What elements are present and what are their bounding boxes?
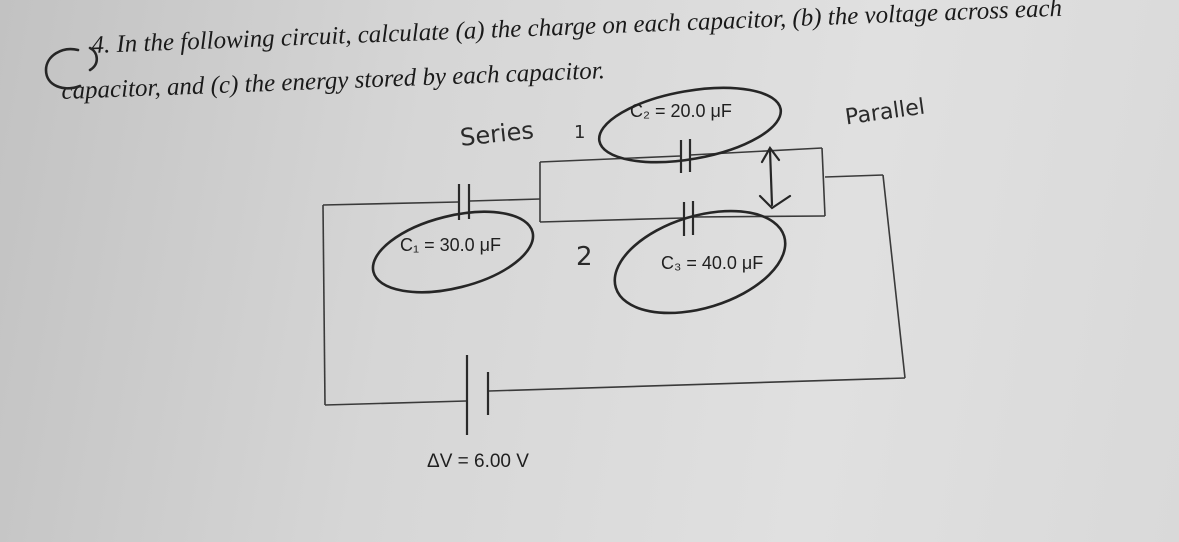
handwritten-mark-2: 2 bbox=[576, 242, 593, 272]
c2-label: C₂ = 20.0 μF bbox=[630, 101, 732, 121]
circuit-wire-right-node bbox=[821, 147, 826, 217]
circuit-wire-left bbox=[322, 204, 326, 406]
circuit-wire-top-right bbox=[824, 174, 884, 178]
handwritten-number-circle bbox=[88, 46, 99, 72]
circuit-wire-top-left bbox=[322, 201, 459, 206]
circuit-wire-bottom-left bbox=[324, 400, 467, 406]
circuit-wire-right bbox=[882, 174, 906, 379]
handwritten-mark-1: 1 bbox=[574, 122, 586, 143]
c1-label: C₁ = 30.0 μF bbox=[400, 235, 501, 255]
handwritten-circle-c3 bbox=[613, 209, 787, 315]
circuit-wire-bottom-right bbox=[488, 377, 906, 392]
handwritten-circle-c2 bbox=[597, 86, 783, 164]
circuit-wire-c1-to-node bbox=[469, 198, 541, 202]
circuit-wire-c2-right bbox=[689, 147, 823, 156]
handwritten-part-circle bbox=[44, 47, 82, 90]
voltage-label: ΔV = 6.00 V bbox=[427, 451, 529, 472]
circuit-wire-c3-right bbox=[692, 215, 826, 218]
circuit-wire-c2-left bbox=[539, 155, 681, 163]
c3-label: C₃ = 40.0 μF bbox=[661, 253, 764, 273]
handwritten-double-arrow bbox=[758, 146, 792, 210]
circuit-wire-c3-left bbox=[539, 217, 684, 223]
handwritten-circle-c1 bbox=[371, 210, 535, 294]
